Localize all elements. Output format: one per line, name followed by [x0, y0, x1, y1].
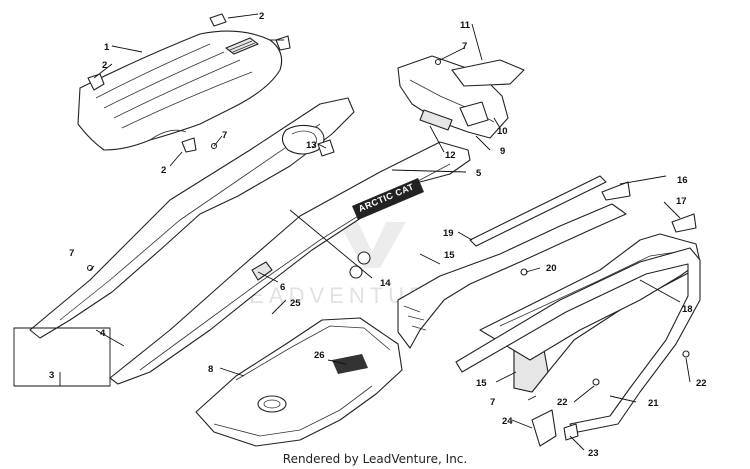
- callout-22: 22: [696, 378, 707, 389]
- callout-7: 7: [490, 397, 495, 408]
- callout-19: 19: [443, 228, 454, 239]
- callout-23: 23: [588, 448, 599, 459]
- callout-5: 5: [476, 168, 482, 179]
- callout-3: 3: [49, 370, 54, 381]
- callout-2: 2: [259, 11, 264, 22]
- callout-7: 7: [462, 41, 467, 52]
- callout-12: 12: [445, 150, 456, 161]
- callout-25: 25: [290, 298, 301, 309]
- callout-20: 20: [546, 263, 557, 274]
- hardware: [520, 268, 690, 447]
- callout-21: 21: [648, 398, 659, 409]
- callout-22: 22: [557, 397, 568, 408]
- clip-parts: [87, 13, 291, 153]
- callout-24: 24: [502, 416, 513, 427]
- callout-11: 11: [460, 20, 471, 31]
- callout-14: 14: [380, 278, 391, 289]
- rear-bumper: [397, 55, 525, 139]
- callout-2: 2: [102, 60, 107, 71]
- callout-1: 1: [104, 42, 110, 53]
- decals: [601, 181, 697, 233]
- callout-15: 15: [444, 250, 455, 261]
- seat-cover: [77, 30, 283, 151]
- callout-17: 17: [676, 196, 687, 207]
- callout-2: 2: [161, 165, 166, 176]
- leader-lines: [13, 13, 691, 451]
- callout-15: 15: [476, 378, 487, 389]
- callout-8: 8: [208, 364, 213, 375]
- callout-9: 9: [500, 146, 505, 157]
- bracket: [251, 261, 273, 281]
- callout-6: 6: [280, 282, 285, 293]
- callout-7: 7: [69, 248, 74, 259]
- render-credit: Rendered by LeadVenture, Inc.: [282, 452, 468, 466]
- callout-7: 7: [222, 130, 227, 141]
- callout-16: 16: [677, 175, 688, 186]
- side-panel-left: [29, 97, 355, 339]
- callout-26: 26: [314, 350, 325, 361]
- bumper-arm-upper: [397, 203, 627, 349]
- callout-18: 18: [682, 304, 693, 315]
- storage-tub: [195, 317, 403, 447]
- side-panel-right: ARCTIC CAT: [109, 141, 471, 385]
- callouts: 1 2 2 2 3 4 5 6 7 7 7 7 8 9 10 11 12 13 …: [49, 11, 707, 459]
- callout-13: 13: [306, 140, 317, 151]
- callout-10: 10: [497, 126, 508, 137]
- rail: [469, 175, 607, 247]
- callout-4: 4: [100, 328, 106, 339]
